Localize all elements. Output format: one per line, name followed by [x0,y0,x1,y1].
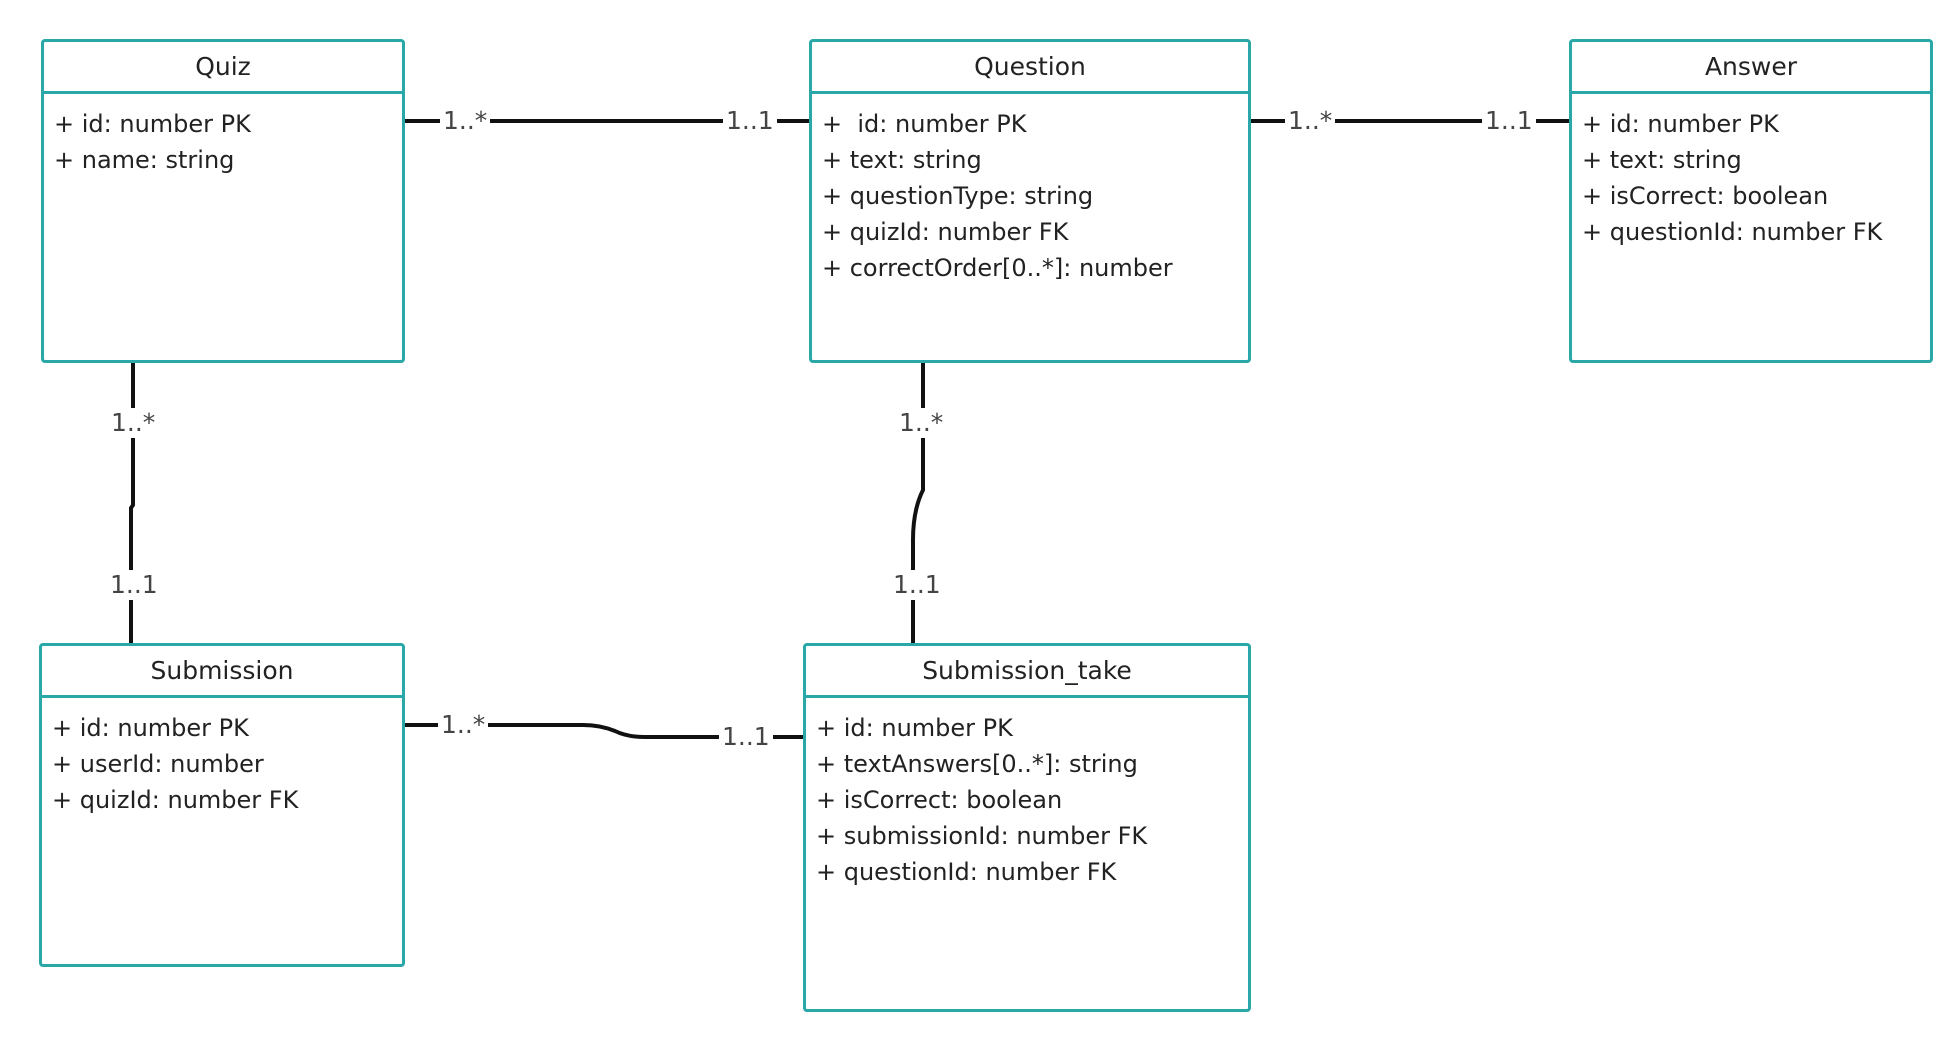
attribute: + text: string [822,146,982,174]
attribute-list: + id: number PK + text: string + isCorre… [1572,94,1930,250]
attribute: + text: string [1582,146,1742,174]
multiplicity-question-submission-take-from: 1..* [896,408,947,438]
attribute-list: + id: number PK + name: string [44,94,402,178]
multiplicity-quiz-submission-from: 1..* [108,408,159,438]
attribute-list: + id: number PK + textAnswers[0..*]: str… [806,698,1248,890]
multiplicity-quiz-question-to: 1..1 [723,106,777,136]
attribute: + quizId: number FK [822,218,1069,246]
attribute: + correctOrder[0..*]: number [822,254,1173,282]
attribute: + textAnswers[0..*]: string [816,750,1138,778]
connector-submission-submission-take [405,723,803,739]
multiplicity-submission-submission-take-from: 1..* [438,710,489,740]
multiplicity-quiz-question-from: 1..* [440,106,491,136]
attribute: + id: number PK [52,714,249,742]
attribute: + name: string [54,146,235,174]
entity-title: Submission_take [806,646,1248,698]
entity-submission-take[interactable]: Submission_take + id: number PK + textAn… [803,643,1251,1012]
attribute-list: + id: number PK + text: string + questio… [812,94,1248,286]
attribute: + questionId: number FK [816,858,1117,886]
attribute: + isCorrect: boolean [816,786,1063,814]
multiplicity-submission-submission-take-to: 1..1 [719,722,773,752]
entity-submission[interactable]: Submission + id: number PK + userId: num… [39,643,405,967]
connector-question-submission-take [911,363,925,643]
connector-quiz-submission [129,363,135,643]
attribute: + id: number PK [1582,110,1779,138]
entity-title: Answer [1572,42,1930,94]
attribute: + submissionId: number FK [816,822,1148,850]
multiplicity-question-submission-take-to: 1..1 [890,570,944,600]
attribute: + questionType: string [822,182,1094,210]
entity-title: Question [812,42,1248,94]
entity-question[interactable]: Question + id: number PK + text: string … [809,39,1251,363]
entity-title: Quiz [44,42,402,94]
attribute: + id: number PK [54,110,251,138]
multiplicity-question-answer-from: 1..* [1285,106,1336,136]
attribute: + questionId: number FK [1582,218,1883,246]
entity-quiz[interactable]: Quiz + id: number PK + name: string [41,39,405,363]
attribute: + isCorrect: boolean [1582,182,1829,210]
attribute: + userId: number [52,750,264,778]
entity-answer[interactable]: Answer + id: number PK + text: string + … [1569,39,1933,363]
attribute-list: + id: number PK + userId: number + quizI… [42,698,402,818]
entity-title: Submission [42,646,402,698]
multiplicity-quiz-submission-to: 1..1 [107,570,161,600]
multiplicity-question-answer-to: 1..1 [1482,106,1536,136]
attribute: + id: number PK [816,714,1013,742]
attribute: + id: number PK [822,110,1027,138]
attribute: + quizId: number FK [52,786,299,814]
